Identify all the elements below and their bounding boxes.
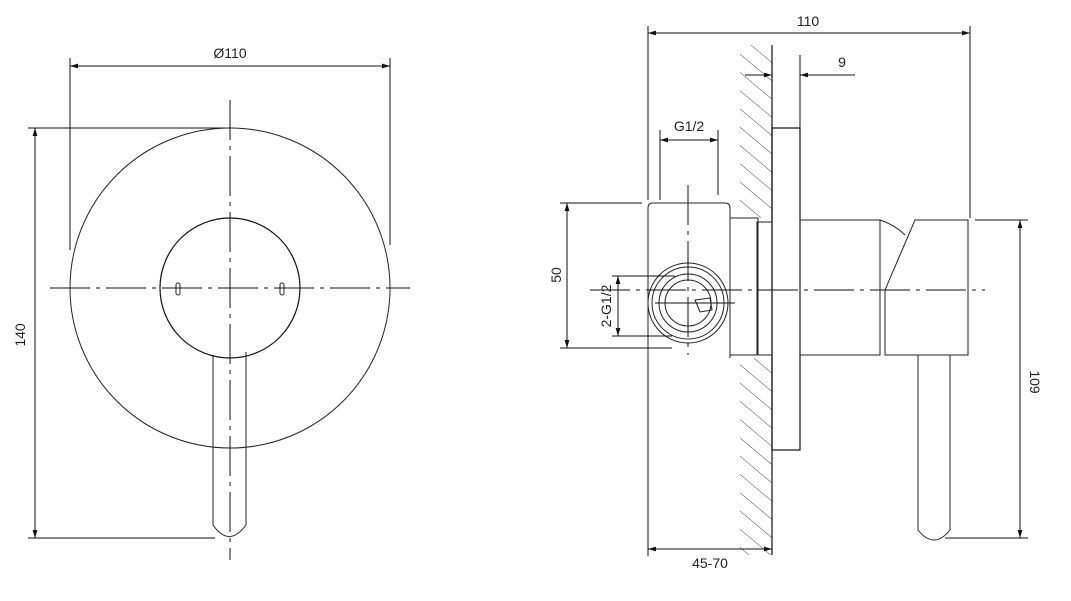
body-height-label: 50 (548, 267, 564, 283)
wall-hatch-top (740, 45, 772, 218)
handle-cap-side (884, 219, 969, 356)
diameter-label: Ø110 (213, 45, 246, 61)
wall-depth-label: 45-70 (692, 555, 728, 571)
valve-connector (729, 217, 759, 356)
wall-hatch-bottom (740, 358, 772, 555)
slot-right (279, 282, 285, 296)
lever-outline (212, 352, 247, 537)
inlet-thread-label: 2-G1/2 (598, 284, 614, 327)
lever-side (917, 355, 951, 541)
inlet-spacing-label: G1/2 (674, 118, 705, 134)
side-view: 110 9 G1/2 50 2-G1/2 45-70 109 (548, 13, 1043, 571)
cover-plate-side (771, 127, 801, 451)
trim-body (799, 219, 881, 356)
height-label: 140 (12, 323, 28, 347)
depth-label: 110 (797, 13, 820, 29)
valve-body (647, 202, 731, 358)
total-height-label: 109 (1027, 370, 1043, 394)
plate-label: 9 (838, 54, 846, 70)
valve-flange (756, 221, 773, 356)
slot-left (175, 282, 181, 296)
front-view: Ø110 140 (12, 45, 410, 560)
